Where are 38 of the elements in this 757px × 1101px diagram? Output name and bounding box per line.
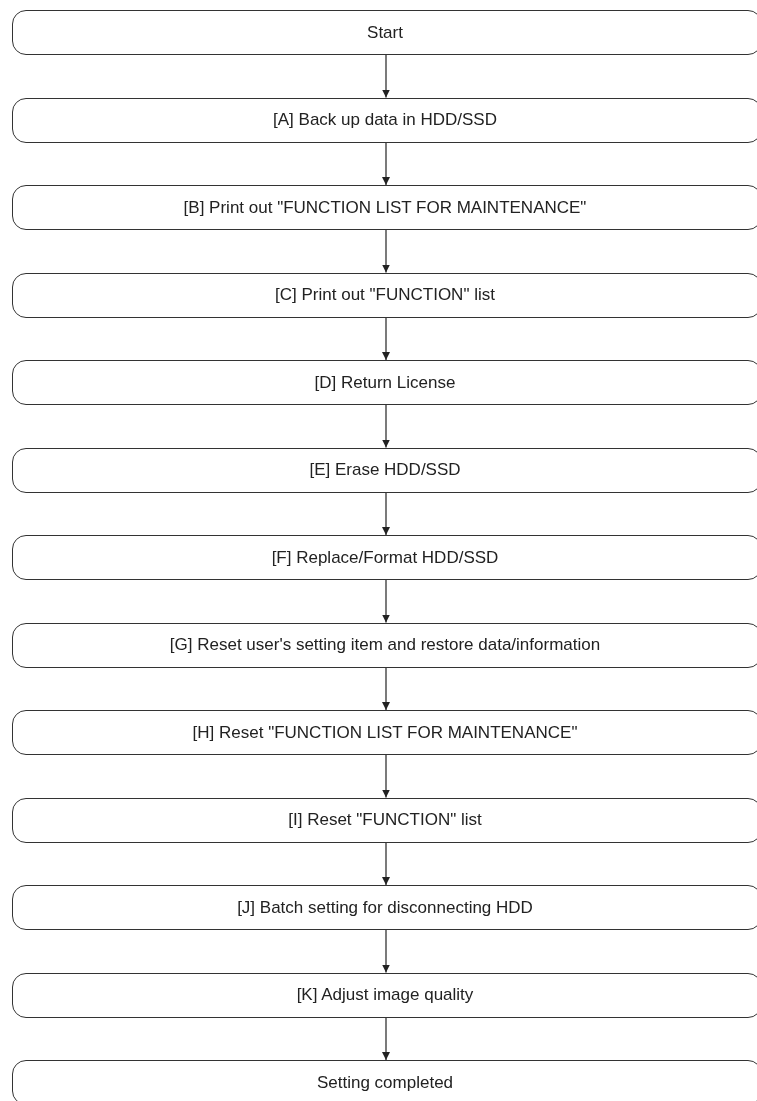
arrow bbox=[382, 491, 390, 536]
process-box bbox=[12, 622, 757, 668]
arrow bbox=[382, 316, 390, 361]
process-box bbox=[12, 447, 757, 493]
arrow bbox=[382, 841, 390, 886]
step-label: [C] Print out "FUNCTION" list bbox=[275, 284, 496, 306]
step-label: [H] Reset "FUNCTION LIST FOR MAINTENANCE" bbox=[192, 721, 579, 744]
step-label: Start bbox=[367, 21, 404, 44]
arrow bbox=[382, 229, 390, 274]
step-label: [I] Reset "FUNCTION" list bbox=[288, 809, 483, 831]
process-box bbox=[12, 1060, 757, 1101]
step-label: [J] Batch setting for disconnecting HDD bbox=[237, 896, 534, 919]
step-label: [A] Back up data in HDD/SSD bbox=[273, 109, 498, 131]
step-label: [D] Return License bbox=[314, 371, 457, 394]
process-box bbox=[12, 360, 757, 405]
process-box bbox=[12, 10, 757, 55]
arrow bbox=[382, 141, 390, 186]
arrow bbox=[382, 404, 390, 449]
process-box bbox=[12, 97, 757, 143]
step-label: [F] Replace/Format HDD/SSD bbox=[271, 546, 500, 569]
process-box bbox=[12, 185, 757, 230]
step-label: [B] Print out "FUNCTION LIST FOR MAINTENANCE" bbox=[183, 196, 588, 219]
process-box bbox=[12, 710, 757, 755]
arrow bbox=[382, 666, 390, 711]
arrow bbox=[382, 929, 390, 974]
arrow bbox=[382, 579, 390, 624]
process-box bbox=[12, 972, 757, 1018]
arrow bbox=[382, 1016, 390, 1061]
step-label: [K] Adjust image quality bbox=[296, 984, 475, 1006]
process-box bbox=[12, 535, 757, 580]
arrow bbox=[382, 754, 390, 799]
process-box bbox=[12, 797, 757, 843]
step-label: [G] Reset user's setting item and restore data/information bbox=[169, 634, 602, 656]
arrow bbox=[382, 54, 390, 99]
process-box bbox=[12, 885, 757, 930]
step-label: [E] Erase HDD/SSD bbox=[309, 459, 462, 481]
process-box bbox=[12, 272, 757, 318]
step-label: Setting completed bbox=[316, 1071, 455, 1094]
